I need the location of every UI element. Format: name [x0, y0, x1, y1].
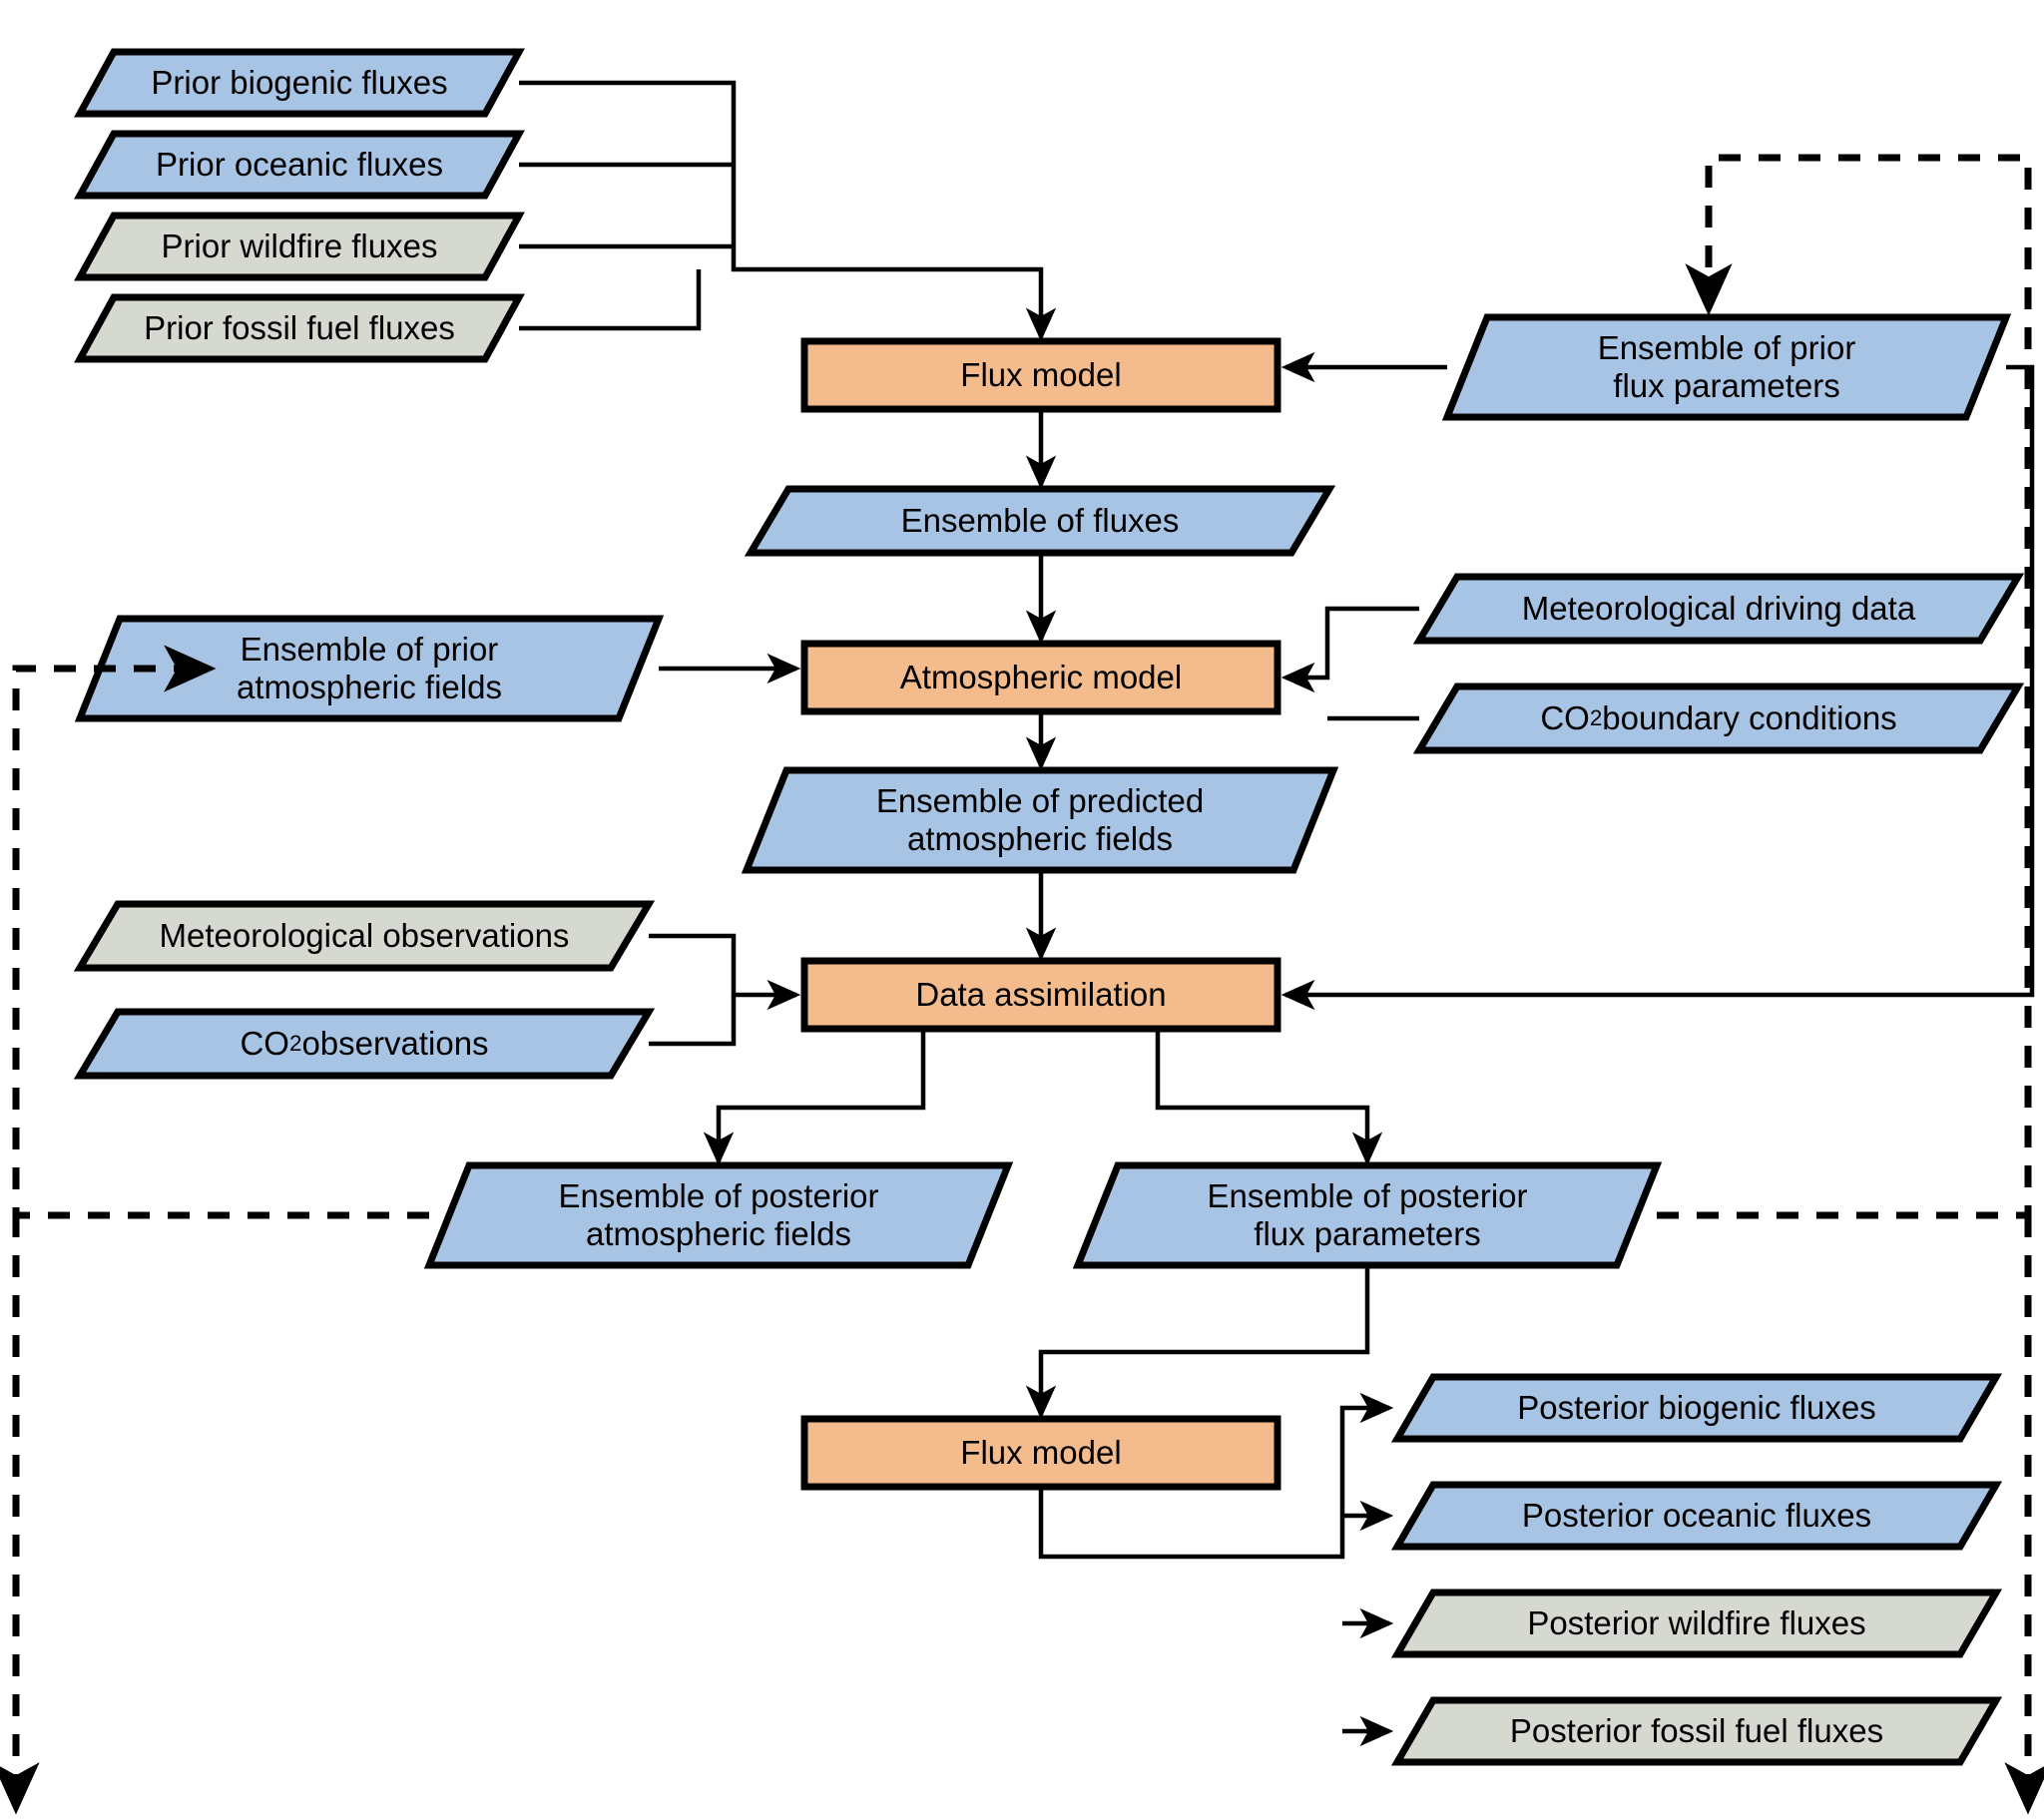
edge-met-driving-to-atmospheric-model — [1280, 606, 1419, 693]
node-flux-model-top[interactable] — [800, 337, 1281, 413]
node-atmospheric-model[interactable] — [800, 640, 1281, 715]
node-met-driving-data[interactable] — [1412, 573, 2025, 645]
node-prior-wildfire-fluxes[interactable] — [74, 212, 525, 281]
edge-priors-bus-to-flux-model — [519, 80, 1057, 342]
edge-flux-params-to-data-assimilation — [1280, 364, 2035, 1011]
edge-co2-obs-to-join — [649, 995, 737, 1047]
node-co2-boundary-conditions[interactable] — [1412, 682, 2025, 754]
edge-cycle-post-flux-params-to-prior-flux-params — [1657, 154, 2032, 1219]
edge-connectors — [0, 80, 2044, 1815]
edge-da-to-post-atmos — [703, 1029, 926, 1166]
edge-post-flux-params-to-flux-model — [1025, 1265, 1370, 1420]
node-prior-biogenic-fluxes[interactable] — [74, 48, 525, 118]
node-co2-observations[interactable] — [73, 1008, 656, 1080]
node-shapes — [73, 48, 2025, 1766]
node-posterior-fossil-fuel[interactable] — [1390, 1696, 2003, 1766]
node-posterior-oceanic-fluxes[interactable] — [1390, 1481, 2003, 1551]
node-ensemble-post-flux-params[interactable] — [1072, 1161, 1663, 1269]
node-met-observations[interactable] — [73, 900, 656, 972]
node-ensemble-predicted-atmos[interactable] — [741, 766, 1339, 874]
node-ensemble-post-atmos[interactable] — [423, 1161, 1014, 1269]
node-ensemble-prior-atmos[interactable] — [74, 615, 665, 722]
node-flux-model-bottom[interactable] — [800, 1415, 1281, 1491]
edge-da-to-post-flux-params — [1155, 1029, 1383, 1166]
node-ensemble-of-fluxes[interactable] — [744, 485, 1336, 557]
node-data-assimilation[interactable] — [800, 957, 1281, 1033]
node-prior-oceanic-fluxes[interactable] — [74, 130, 525, 200]
edge-cycle-post-atmos-to-prior-atmos — [12, 645, 429, 1219]
node-posterior-biogenic-fluxes[interactable] — [1390, 1373, 2003, 1443]
edge-flux-model-to-posterior-biogenic — [1038, 1392, 1394, 1560]
node-prior-fossil-fuel-fluxes[interactable] — [74, 293, 525, 363]
node-ensemble-prior-flux-params[interactable] — [1441, 313, 2012, 421]
edge-prior-fossil-to-bus — [519, 269, 702, 331]
edge-met-obs-to-data-assimilation — [649, 933, 801, 1011]
node-posterior-wildfire-fluxes[interactable] — [1390, 1589, 2003, 1658]
